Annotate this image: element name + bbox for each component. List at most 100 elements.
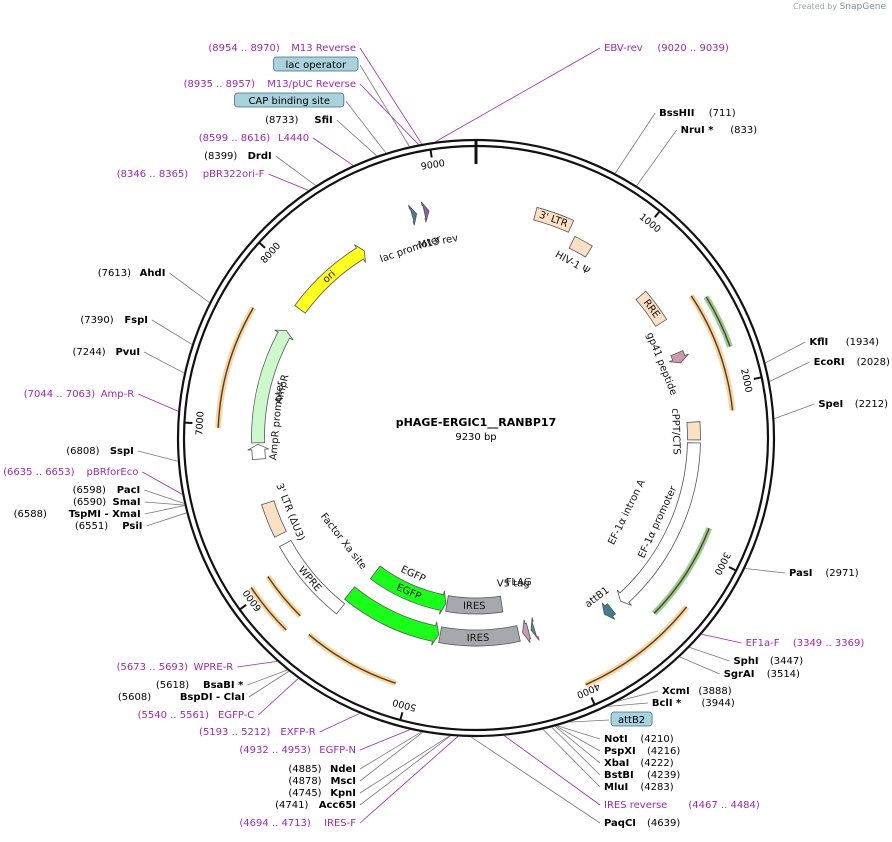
enzyme-site-kpni[interactable]: KpnI(4745) [288,735,450,799]
enzyme-site-bspdi-clai[interactable]: BspDI - ClaI(5608) [118,670,290,703]
site-position: (8935 .. 8957) [184,79,256,90]
enzyme-site-tspmi-xmai[interactable]: TspMI - XmaI(6588) [14,505,185,520]
enzyme-site-noti[interactable]: NotI(4210) [557,725,674,745]
feature-egfp[interactable] [369,565,447,615]
primer-site-egfp-c[interactable]: EGFP-C(5540 .. 5561) [138,678,299,721]
enzyme-site-sspi[interactable]: SspI(6808) [66,446,179,462]
primer-name: pBR322ori-F [203,169,265,180]
enzyme-site-ecori[interactable]: EcoRI(2028) [769,357,890,382]
site-position: (7244) [72,347,105,358]
enzyme-site-psii[interactable]: PsiI(6551) [75,512,187,532]
feature-flag[interactable] [530,617,540,641]
feature-ires[interactable] [445,595,504,615]
ruler-tick [239,604,247,611]
site-position: (833) [730,125,757,136]
enzyme-site-paqci[interactable]: PaqCI(4639) [470,736,680,829]
feature-3-ltr-u3[interactable] [261,500,287,538]
leader-line [607,702,648,707]
primer-site-pbr322ori-f[interactable]: pBR322ori-F(8346 .. 8365) [117,169,309,191]
primer-name: EF1a-F [746,638,780,649]
enzyme-site-msci[interactable]: MscI(4878) [288,731,424,787]
feature-label: IRES [467,633,490,644]
enzyme-site-mlui[interactable]: MluI(4283) [542,729,674,793]
enzyme-site-pasi[interactable]: PasI(2971) [744,568,859,579]
primer-site-wpre-r[interactable]: WPRE-R(5673 .. 5693) [117,661,278,673]
feature-rre[interactable] [635,290,668,327]
annotation-box-lac-operator[interactable]: lac operator [273,56,410,147]
feature-m13-rev[interactable] [420,201,430,223]
enzyme-site-ndei[interactable]: NdeI(4885) [288,731,422,775]
primer-site-egfp-n[interactable]: EGFP-N(4932 .. 4953) [239,729,411,756]
feature-label: FLAG [506,577,532,588]
enzyme-site-sfii[interactable]: SfiI(8733) [265,115,378,157]
feature-attb1[interactable] [601,602,617,620]
feature-ampr[interactable] [251,329,294,444]
leader-line [247,669,288,686]
primer-site-ires-reverse[interactable]: IRES reverse(4467 .. 4484) [504,735,760,811]
primer-site-exfp-r[interactable]: EXFP-R(5193 .. 5212) [199,713,360,738]
enzyme-site-bsabi[interactable]: BsaBI *(5618) [156,669,288,691]
feature-ori[interactable] [294,244,366,314]
site-position: (5618) [156,680,189,691]
feature-label: AmpR [274,373,292,405]
enzyme-site-nrui[interactable]: NruI *(833) [636,125,758,187]
site-position: (6590) [73,497,106,508]
annotation-box-cap-binding-site[interactable]: CAP binding site [234,92,387,154]
enzyme-site-bsshii[interactable]: BssHII(711) [614,108,736,174]
enzyme-site-bstbi[interactable]: BstBI(4239) [551,726,681,781]
primer-site-l4440[interactable]: L4440(8599 .. 8616) [199,133,354,166]
feature-hiv-1[interactable] [568,235,593,258]
primer-site-pbrforeco[interactable]: pBRforEco(6635 .. 6653) [3,467,183,495]
leader-line [319,713,360,733]
feature-lac-promoter[interactable] [408,204,418,226]
feature-gp41-peptide[interactable] [668,350,689,364]
primer-binding-line [250,587,287,631]
enzyme-site-drdi[interactable]: DrdI(8399) [204,151,316,186]
enzyme-site-kfli[interactable]: KflI(1934) [765,337,879,364]
annotation-box-attb2[interactable]: attB2 [569,711,653,727]
feature-ires[interactable] [438,625,521,647]
ruler-tick-label: 5000 [391,696,417,713]
site-position: (8599 .. 8616) [199,133,271,144]
enzyme-site-paci[interactable]: PacI(6598) [73,485,185,504]
primer-name: EXFP-R [280,727,315,738]
feature-cppt-cts[interactable] [686,421,701,441]
site-position: (4878) [288,776,321,787]
leader-line [556,725,601,752]
leader-line [336,119,378,157]
center-label: pHAGE-ERGIC1__RANBP17 9230 bp [396,416,556,443]
primer-site-ef1a-f[interactable]: EF1a-F(3349 .. 3369) [701,633,865,649]
enzyme-name: BstBI [604,770,634,781]
feature-ampr-promoter[interactable] [247,443,269,461]
leader-line [701,633,742,644]
enzyme-site-smai[interactable]: SmaI(6590) [73,497,185,508]
enzyme-site-ahdi[interactable]: AhdI(7613) [98,268,210,303]
leader-line [551,726,601,776]
leader-line [143,351,185,374]
leader-line [345,100,387,154]
feature-3-ltr[interactable] [533,206,575,233]
feature-ef-1-promoter[interactable] [616,442,701,606]
site-position: (4694 .. 4713) [239,818,311,829]
enzyme-site-spei[interactable]: SpeI(2212) [774,399,888,419]
enzyme-site-acc65i[interactable]: Acc65I(4741) [275,735,451,811]
enzyme-site-bcli[interactable]: BclI *(3944) [607,698,735,709]
enzyme-site-pspxi[interactable]: PspXI(4216) [556,725,680,757]
primer-site-m13-puc-reverse[interactable]: M13/pUC Reverse(8935 .. 8957) [184,79,419,145]
enzyme-site-sphi[interactable]: SphI(3447) [689,646,803,667]
feature-wpre[interactable] [279,539,346,615]
primer-site-ires-f[interactable]: IRES-F (4694 .. 4713) [239,736,459,829]
feature-v5-tag[interactable] [522,619,532,644]
primer-site-amp-r[interactable]: Amp-R(7044 .. 7063) [24,389,179,412]
enzyme-name: BclI * [652,698,682,709]
enzyme-site-pvui[interactable]: PvuI(7244) [72,347,185,374]
enzyme-site-xbai[interactable]: XbaI(4222) [554,726,674,769]
enzyme-site-xcmi[interactable]: XcmI(3888) [617,686,732,702]
feature-egfp[interactable] [343,586,440,646]
primer-site-ebv-rev[interactable]: EBV-rev(9020 .. 9039) [435,43,729,143]
enzyme-site-fspi[interactable]: FspI(7390) [80,315,193,345]
primer-site-m13-reverse[interactable]: M13 Reverse(8954 .. 8970) [208,43,423,145]
enzyme-site-sgrai[interactable]: SgrAI(3514) [679,656,800,680]
primer-name: IRES-F [324,818,356,829]
